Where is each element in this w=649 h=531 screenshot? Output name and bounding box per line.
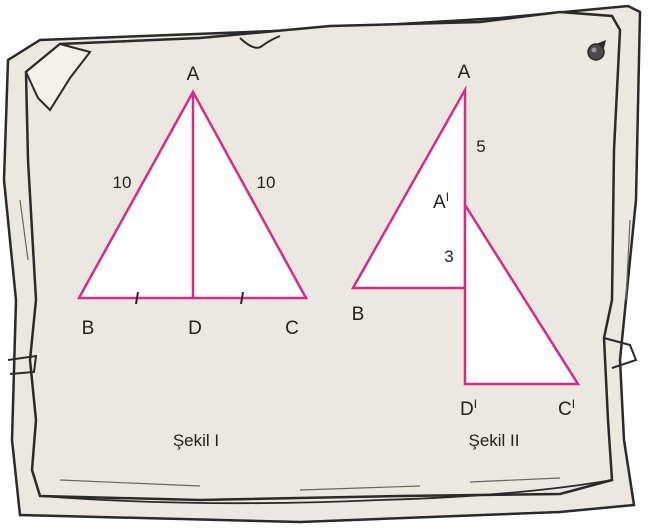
pin-icon bbox=[587, 40, 606, 61]
figure2-label-b: B bbox=[352, 304, 365, 325]
figure2-label-c-prime: CI bbox=[558, 397, 575, 420]
figure-1: A B D C 10 10 Şekil I bbox=[76, 64, 309, 450]
figure2-label-a: A bbox=[458, 62, 471, 83]
figure2-label-a-prime-mark: I bbox=[446, 190, 449, 204]
figure2-label-d-prime-mark: I bbox=[474, 397, 477, 411]
figure1-length-ac: 10 bbox=[257, 173, 276, 192]
figure1-label-d: D bbox=[188, 318, 202, 339]
board-crack-left bbox=[7, 354, 38, 375]
figure-2: A B AI DI CI 5 3 Şekil II bbox=[350, 62, 581, 450]
figure1-label-b: B bbox=[82, 318, 95, 339]
figure2-label-a-prime-letter: A bbox=[433, 192, 446, 213]
board-crack-top bbox=[239, 35, 281, 49]
figure2-label-c-prime-mark: I bbox=[572, 397, 575, 411]
figure2-length-upper: 5 bbox=[476, 137, 485, 156]
figure1-label-c: C bbox=[285, 318, 299, 339]
figure2-triangle-abd bbox=[350, 85, 467, 290]
board-crack-right bbox=[603, 337, 638, 369]
board-curl-left bbox=[24, 42, 92, 112]
figure1-length-ab: 10 bbox=[113, 173, 132, 192]
figure2-label-a-prime: AI bbox=[433, 190, 449, 213]
figure2-triangle-a-prime-d-prime-c-prime bbox=[463, 200, 581, 386]
figure2-label-c-prime-letter: C bbox=[558, 399, 572, 420]
figure2-caption: Şekil II bbox=[468, 431, 519, 450]
figure1-tick-bd bbox=[135, 291, 139, 305]
figure1-label-a: A bbox=[187, 64, 200, 85]
board-grain bbox=[19, 199, 631, 491]
figure2-label-d-prime-letter: D bbox=[460, 399, 474, 420]
figure1-tick-dc bbox=[240, 291, 244, 305]
board-bottom-edge bbox=[39, 479, 613, 505]
figure2-length-lower: 3 bbox=[444, 247, 453, 266]
figure2-label-d-prime: DI bbox=[460, 397, 477, 420]
figure1-caption: Şekil I bbox=[173, 431, 219, 450]
